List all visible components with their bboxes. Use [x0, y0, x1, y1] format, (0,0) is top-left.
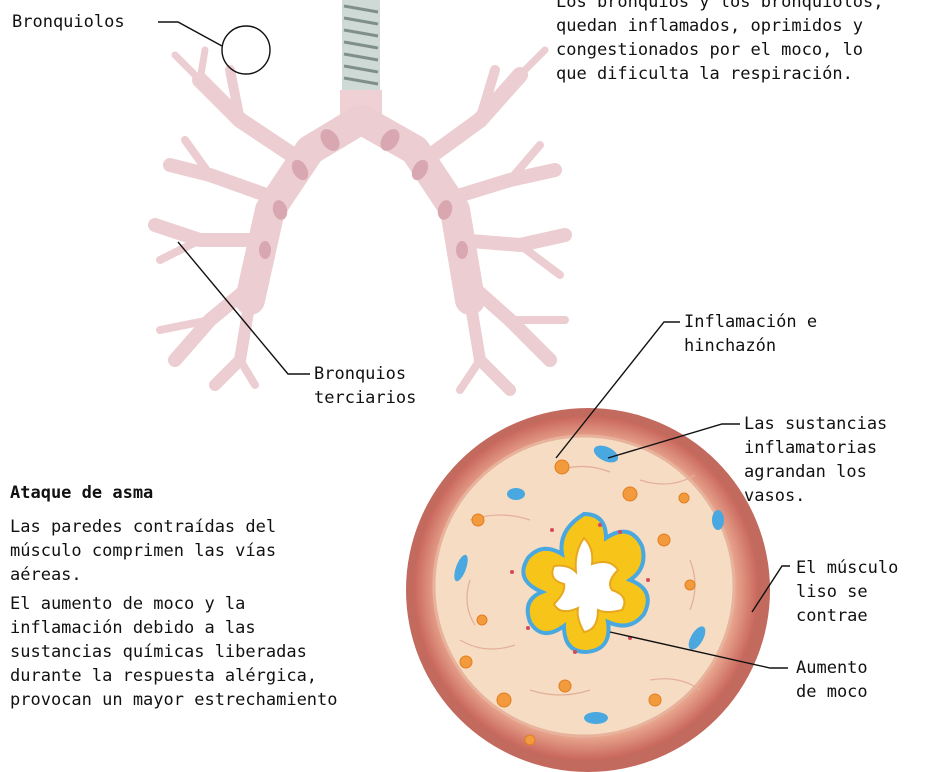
caption-line-4: que dificulta la respiración.: [556, 62, 853, 86]
bronquios-terciarios-label-1: Bronquios: [314, 362, 406, 386]
inflamacion-label-2: hinchazón: [684, 334, 776, 358]
asthma-line-8: provocan un mayor estrechamiento: [10, 688, 338, 712]
asthma-line-3: aéreas.: [10, 563, 82, 587]
asthma-line-4: El aumento de moco y la: [10, 592, 245, 616]
asthma-line-1: Las paredes contraídas del: [10, 515, 276, 539]
bronquios-terciarios-label-2: terciarios: [314, 386, 416, 410]
sustancias-label-3: agrandan los: [744, 460, 867, 484]
caption-line-1: Los bronquios y los bronquiolos,: [556, 0, 884, 14]
moco-label-2: de moco: [796, 680, 868, 704]
bronquiolos-label: Bronquiolos: [12, 10, 125, 34]
caption-line-2: quedan inflamados, oprimidos y: [556, 14, 863, 38]
musculo-label-3: contrae: [796, 604, 868, 628]
musculo-label-1: El músculo: [796, 556, 898, 580]
bronquiolos-pointer: [158, 22, 270, 74]
asthma-line-5: inflamación debido a las: [10, 616, 256, 640]
asthma-line-7: durante la respuesta alérgica,: [10, 664, 317, 688]
sustancias-label-2: inflamatorias: [744, 436, 877, 460]
musculo-label-2: liso se: [796, 580, 868, 604]
sustancias-label-4: vasos.: [744, 484, 805, 508]
moco-label-1: Aumento: [796, 656, 868, 680]
sustancias-label-1: Las sustancias: [744, 412, 887, 436]
asthma-title: Ataque de asma: [10, 481, 153, 505]
asthma-line-6: sustancias químicas liberadas: [10, 640, 307, 664]
asthma-line-2: músculo comprimen las vías: [10, 539, 276, 563]
caption-line-3: congestionados por el moco, lo: [556, 38, 863, 62]
inflamacion-label-1: Inflamación e: [684, 310, 817, 334]
bronchus-cross-section: [406, 408, 770, 772]
